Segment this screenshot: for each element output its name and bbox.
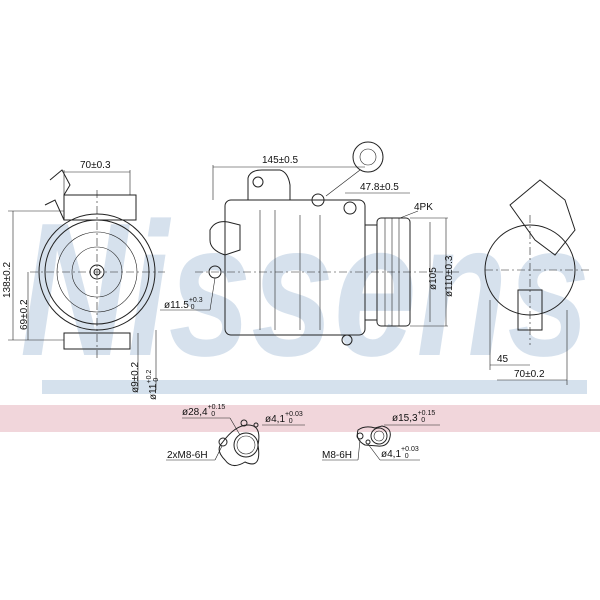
side-view	[160, 141, 460, 346]
rear-view	[484, 179, 590, 385]
pulley-inner-label: ø105	[428, 267, 439, 290]
side-length-label: 145±0.5	[262, 155, 299, 166]
pulley-offset-label: 47.8±0.5	[360, 182, 399, 193]
rear-width-label: 70±0.2	[514, 369, 545, 380]
blue-band	[42, 380, 587, 394]
rear-offset-label: 45	[497, 354, 509, 365]
front-view	[8, 169, 165, 390]
pulley-outer-label: ø110±0.3	[444, 255, 455, 297]
watermark-logo: Nissens	[20, 184, 590, 396]
pink-band	[0, 405, 600, 432]
port-left-thread-label: 2xM8-6H	[167, 450, 208, 461]
bore-inner-label: ø9±0.2	[130, 362, 141, 393]
bore-outer-label: ø11+0.20	[146, 370, 160, 400]
port-left-detail	[166, 417, 305, 466]
port-right-thread-label: M8-6H	[322, 450, 352, 461]
front-height-label: 138±0.2	[2, 261, 13, 298]
front-center-height-label: 69±0.2	[19, 299, 30, 330]
port-right-detail	[322, 424, 440, 461]
front-width-label: 70±0.3	[80, 160, 111, 171]
belt-type-label: 4PK	[414, 202, 433, 213]
